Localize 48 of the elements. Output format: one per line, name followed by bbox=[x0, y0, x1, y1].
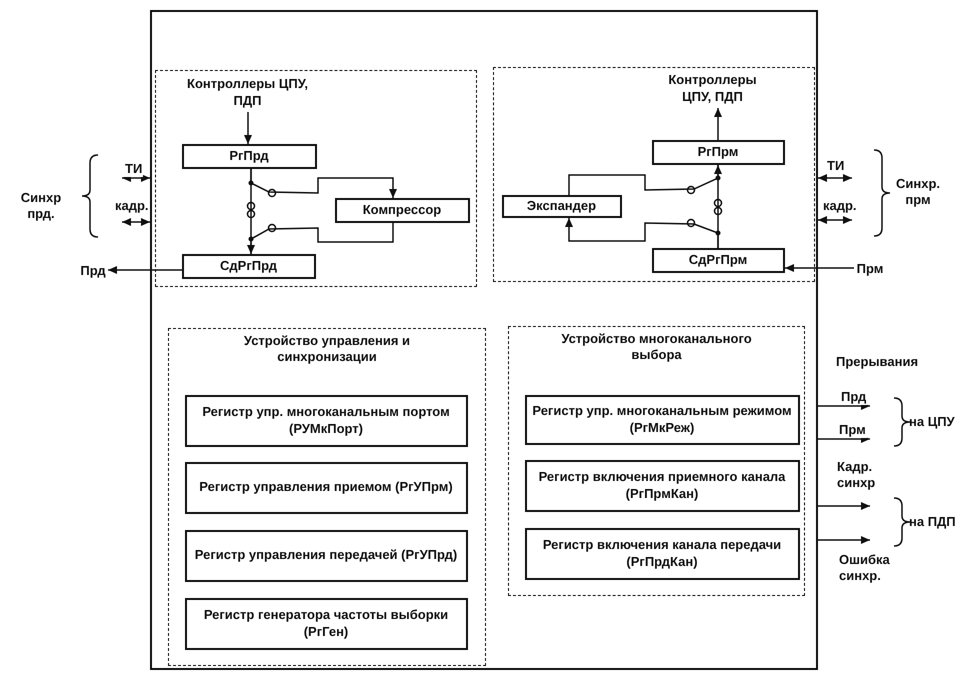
text-label: Контроллеры ЦПУ, ПДП bbox=[652, 70, 772, 108]
register-box: Регистр генератора частоты выборки (РгГен) bbox=[184, 598, 468, 650]
note-label: Синхр. прм bbox=[894, 176, 941, 208]
signal-label: Прм bbox=[854, 260, 886, 278]
register-box: Регистр упр. многоканальным портом (РУМкПорт) bbox=[184, 394, 468, 446]
double-arrow bbox=[122, 218, 150, 226]
edge-label: Прд bbox=[840, 389, 868, 405]
group-title: Устройство управления и синхронизации bbox=[242, 333, 412, 366]
register-box: СдРгПрм bbox=[652, 248, 784, 272]
dashed-group-box bbox=[168, 328, 486, 666]
edge-label: Прм bbox=[838, 422, 867, 438]
arrow bbox=[247, 223, 394, 254]
register-box: СдРгПрд bbox=[182, 254, 316, 278]
text-label: Контроллеры ЦПУ, ПДП bbox=[186, 74, 310, 112]
double-arrow bbox=[818, 216, 852, 224]
arrow bbox=[108, 266, 182, 274]
dashed-group-box bbox=[508, 326, 805, 596]
arrow bbox=[714, 108, 722, 140]
note-label: на ЦПУ bbox=[909, 414, 955, 430]
register-box: РгПрд bbox=[182, 144, 316, 168]
register-box: Регистр включения канала передачи (РгПрдКан) bbox=[524, 528, 800, 580]
register-box: Экспандер bbox=[502, 194, 622, 218]
outer-frame bbox=[150, 10, 818, 670]
dashed-group-box bbox=[155, 70, 477, 287]
arrow bbox=[785, 264, 854, 272]
note-label: на ПДП bbox=[909, 514, 956, 530]
signal-label: Прд bbox=[78, 262, 108, 280]
register-box: РгПрм bbox=[652, 140, 784, 164]
connector-line bbox=[250, 169, 252, 254]
register-box: Регистр управления передачей (РгУПрд) bbox=[184, 530, 468, 582]
arrow bbox=[568, 165, 722, 195]
register-box: Регистр управления приемом (РгУПрм) bbox=[184, 462, 468, 514]
register-box: Регистр включения приемного канала (РгПрмКан) bbox=[524, 460, 800, 512]
register-box: Компрессор bbox=[334, 198, 470, 222]
arrow bbox=[818, 502, 870, 510]
arrow bbox=[565, 218, 719, 248]
register-box: Регистр упр. многоканальным режимом (РгМкРеж) bbox=[524, 394, 800, 444]
dashed-group-box bbox=[493, 67, 815, 282]
arrow bbox=[244, 112, 252, 144]
edge-label: ТИ bbox=[124, 161, 144, 177]
double-arrow bbox=[818, 174, 852, 182]
group-title: Устройство многоканального выбора bbox=[560, 331, 753, 364]
arrow bbox=[818, 536, 870, 544]
double-arrow bbox=[122, 174, 150, 182]
arrow bbox=[818, 402, 870, 410]
note-label: Прерывания bbox=[836, 354, 918, 370]
arrow bbox=[818, 435, 870, 443]
note-label: Синхр прд. bbox=[20, 190, 62, 222]
